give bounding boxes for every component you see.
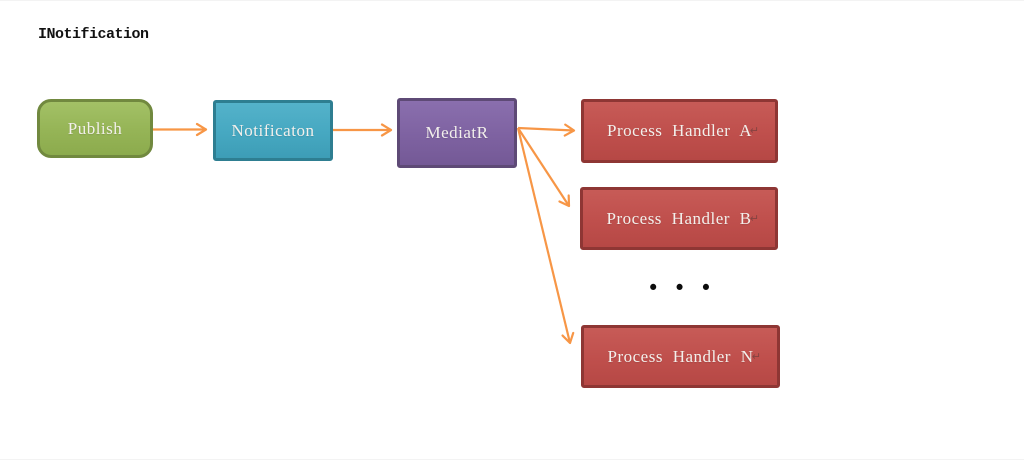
arrow-mediatr-to-handler-b: [517, 127, 571, 208]
node-process-handler-b-label: Process Handler B: [606, 208, 752, 228]
node-notification: Notificaton: [213, 100, 333, 161]
return-mark-icon: ↵: [751, 349, 761, 363]
page-top-edge: [0, 0, 1024, 1]
node-publish: Publish: [37, 99, 153, 158]
diagram-title: INotification: [38, 26, 149, 43]
node-process-handler-a-label: Process Handler A: [606, 121, 753, 140]
arrow-mediatr-to-handler-a: [517, 123, 576, 137]
node-process-handler-n: Process Handler N ↵: [581, 325, 780, 388]
node-process-handler-b: Process Handler B ↵: [580, 187, 778, 250]
node-process-handler-n-label: Process Handler N: [607, 346, 754, 366]
arrow-mediatr-to-handler-n: [516, 127, 575, 345]
ellipsis-dots: •••: [647, 276, 727, 300]
node-mediatr: MediatR: [397, 98, 517, 168]
return-mark-icon: ↵: [749, 211, 759, 225]
node-publish-label: Publish: [67, 118, 123, 138]
node-process-handler-a: Process Handler A ↵: [581, 99, 778, 163]
node-notification-label: Notificaton: [231, 120, 315, 140]
return-mark-icon: ↵: [749, 124, 759, 138]
node-mediatr-label: MediatR: [425, 123, 489, 142]
